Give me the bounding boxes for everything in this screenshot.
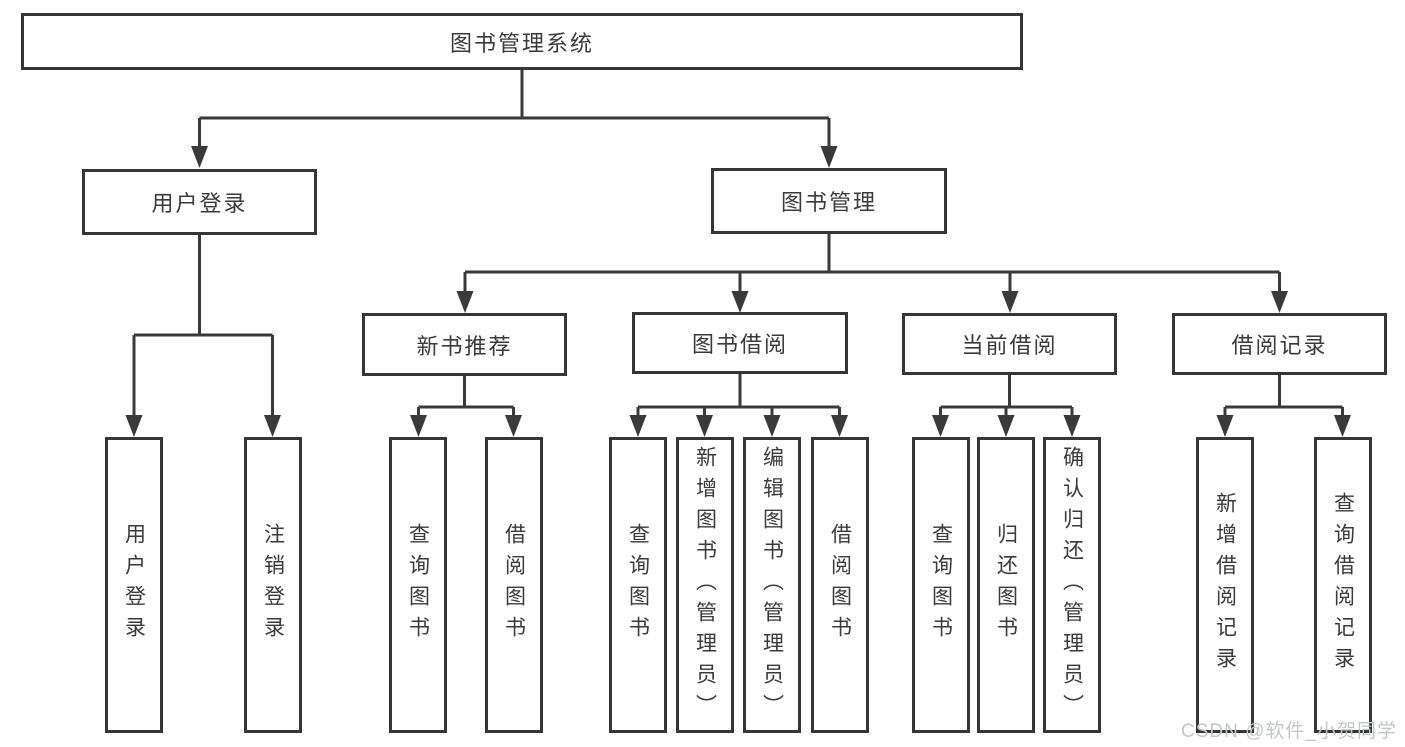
node-book-borrow: 图书借阅	[632, 312, 848, 374]
leaf-label: 借阅图书	[828, 523, 852, 647]
leaf-return-book: 归还图书	[977, 437, 1035, 733]
node-user-login: 用户登录	[82, 169, 317, 235]
node-book-management: 图书管理	[711, 168, 947, 234]
leaf-query-book-current: 查询图书	[912, 437, 970, 733]
leaf-label: 确认归还（管理员）	[1060, 445, 1084, 725]
node-current-borrow: 当前借阅	[902, 313, 1117, 375]
leaf-add-borrow-record: 新增借阅记录	[1196, 437, 1254, 733]
node-label: 图书管理系统	[449, 30, 594, 56]
node-label: 图书管理	[780, 190, 877, 215]
leaf-logout: 注销登录	[244, 437, 302, 733]
leaf-label: 用户登录	[122, 523, 146, 647]
node-root-system: 图书管理系统	[21, 13, 1023, 70]
leaf-label: 查询图书	[406, 523, 430, 647]
leaf-user-login: 用户登录	[105, 437, 163, 733]
leaf-confirm-return-admin: 确认归还（管理员）	[1043, 437, 1101, 733]
leaf-label: 查询借阅记录	[1331, 492, 1355, 678]
leaf-borrow-book-recommend: 借阅图书	[485, 437, 543, 733]
leaf-label: 注销登录	[261, 523, 285, 647]
node-new-book-recommend: 新书推荐	[362, 313, 567, 376]
leaf-edit-book-admin: 编辑图书（管理员）	[743, 437, 801, 733]
leaf-label: 归还图书	[994, 523, 1018, 647]
leaf-label: 新增图书（管理员）	[693, 445, 717, 725]
node-label: 用户登录	[151, 191, 248, 216]
connector-shafts	[132, 118, 1344, 417]
node-label: 借阅记录	[1231, 333, 1328, 358]
leaf-query-book-borrow: 查询图书	[609, 437, 667, 733]
leaf-add-book-admin: 新增图书（管理员）	[676, 437, 734, 733]
csdn-watermark: CSDN @软件_小贺同学	[1181, 721, 1397, 742]
leaf-label: 编辑图书（管理员）	[760, 445, 784, 725]
leaf-query-borrow-record: 查询借阅记录	[1314, 437, 1372, 733]
node-borrow-records: 借阅记录	[1172, 313, 1387, 375]
node-label: 新书推荐	[416, 333, 513, 359]
node-label: 图书借阅	[691, 332, 788, 357]
arrowheads	[125, 146, 1351, 437]
leaf-query-book-recommend: 查询图书	[389, 437, 447, 733]
leaf-label: 查询图书	[626, 523, 650, 647]
leaf-label: 新增借阅记录	[1213, 492, 1237, 678]
connector-rails	[134, 70, 1343, 409]
node-label: 当前借阅	[961, 333, 1058, 358]
leaf-borrow-book: 借阅图书	[811, 437, 869, 733]
leaf-label: 借阅图书	[502, 523, 526, 647]
leaf-label: 查询图书	[929, 523, 953, 647]
